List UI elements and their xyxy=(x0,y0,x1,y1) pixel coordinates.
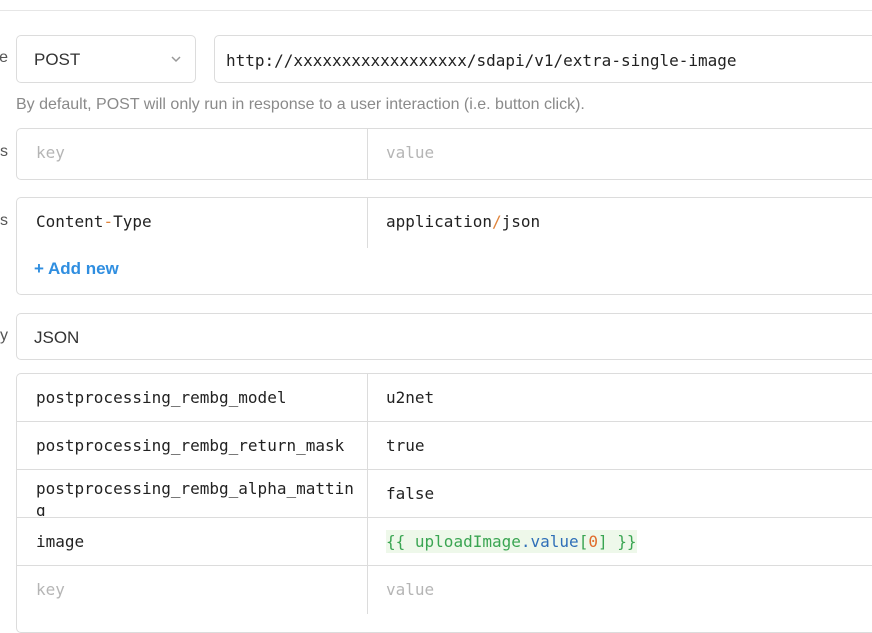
header-key-part: Type xyxy=(113,212,152,231)
params-row: key value xyxy=(17,129,872,179)
params-side-label: s xyxy=(0,143,8,160)
column-divider xyxy=(367,129,368,179)
body-side-label: y xyxy=(0,327,8,344)
header-value-part: application xyxy=(386,212,492,231)
header-key-input[interactable]: Content-Type xyxy=(36,198,366,245)
url-value: http://xxxxxxxxxxxxxxxxxx/sdapi/v1/extra… xyxy=(226,51,737,70)
param-key-input[interactable]: key xyxy=(36,143,65,162)
body-row: postprocessing_rembg_alpha_matting false xyxy=(17,470,872,518)
template-bracket: [ xyxy=(578,532,589,551)
headers-table: Content-Type application/json xyxy=(16,197,872,295)
body-key-input[interactable]: postprocessing_rembg_return_mask xyxy=(36,436,345,455)
template-index: 0 xyxy=(588,532,598,551)
body-type-select[interactable]: JSON xyxy=(16,313,872,360)
template-var: uploadImage xyxy=(414,532,521,551)
method-value: POST xyxy=(34,50,81,69)
method-side-label: e xyxy=(0,49,8,66)
body-row: image {{ uploadImage.value[0] }} xyxy=(17,518,872,566)
plus-icon: + xyxy=(34,259,44,278)
param-value-input[interactable]: value xyxy=(386,143,435,162)
method-select[interactable]: POST xyxy=(16,35,196,83)
column-divider xyxy=(367,198,368,248)
body-type-value: JSON xyxy=(34,328,80,347)
header-value-input[interactable]: application/json xyxy=(386,198,872,245)
headers-side-label: s xyxy=(0,212,8,229)
body-key-input[interactable]: key xyxy=(36,580,65,599)
column-divider xyxy=(367,422,368,469)
method-hint: By default, POST will only run in respon… xyxy=(16,96,585,113)
template-expression: {{ uploadImage.value[0] }} xyxy=(386,530,637,553)
column-divider xyxy=(367,518,368,565)
body-row: postprocessing_rembg_return_mask true xyxy=(17,422,872,470)
template-open: {{ xyxy=(386,532,406,551)
chevron-down-icon xyxy=(171,56,181,63)
body-value-input[interactable]: false xyxy=(386,484,435,503)
body-key-input[interactable]: image xyxy=(36,532,85,551)
column-divider xyxy=(367,470,368,517)
header-value-sep: / xyxy=(491,212,502,231)
body-value-input[interactable]: true xyxy=(386,436,425,455)
top-divider xyxy=(0,10,872,11)
column-divider xyxy=(367,374,368,421)
body-row: postprocessing_rembg_model u2net xyxy=(17,374,872,422)
add-new-label: Add new xyxy=(47,259,119,278)
params-table: key value xyxy=(16,128,872,180)
body-value-input[interactable]: value xyxy=(386,580,435,599)
body-value-input[interactable]: {{ uploadImage.value[0] }} xyxy=(386,518,872,565)
header-key-part: Content xyxy=(36,212,104,231)
template-bracket: ] xyxy=(597,532,608,551)
column-divider xyxy=(367,566,368,614)
add-header-button[interactable]: +Add new xyxy=(34,259,119,279)
body-table: postprocessing_rembg_model u2net postpro… xyxy=(16,373,872,633)
header-key-sep: - xyxy=(103,212,114,231)
body-key-input[interactable]: postprocessing_rembg_alpha_matting xyxy=(36,479,354,516)
body-key-input[interactable]: postprocessing_rembg_model xyxy=(36,388,287,407)
header-value-part: json xyxy=(501,212,541,231)
template-prop: value xyxy=(530,532,579,551)
header-row: Content-Type application/json xyxy=(17,198,872,248)
template-close: }} xyxy=(617,532,637,551)
url-input[interactable]: http://xxxxxxxxxxxxxxxxxx/sdapi/v1/extra… xyxy=(214,35,872,83)
body-row-empty: key value xyxy=(17,566,872,614)
body-value-input[interactable]: u2net xyxy=(386,388,435,407)
template-dot: . xyxy=(520,532,531,551)
